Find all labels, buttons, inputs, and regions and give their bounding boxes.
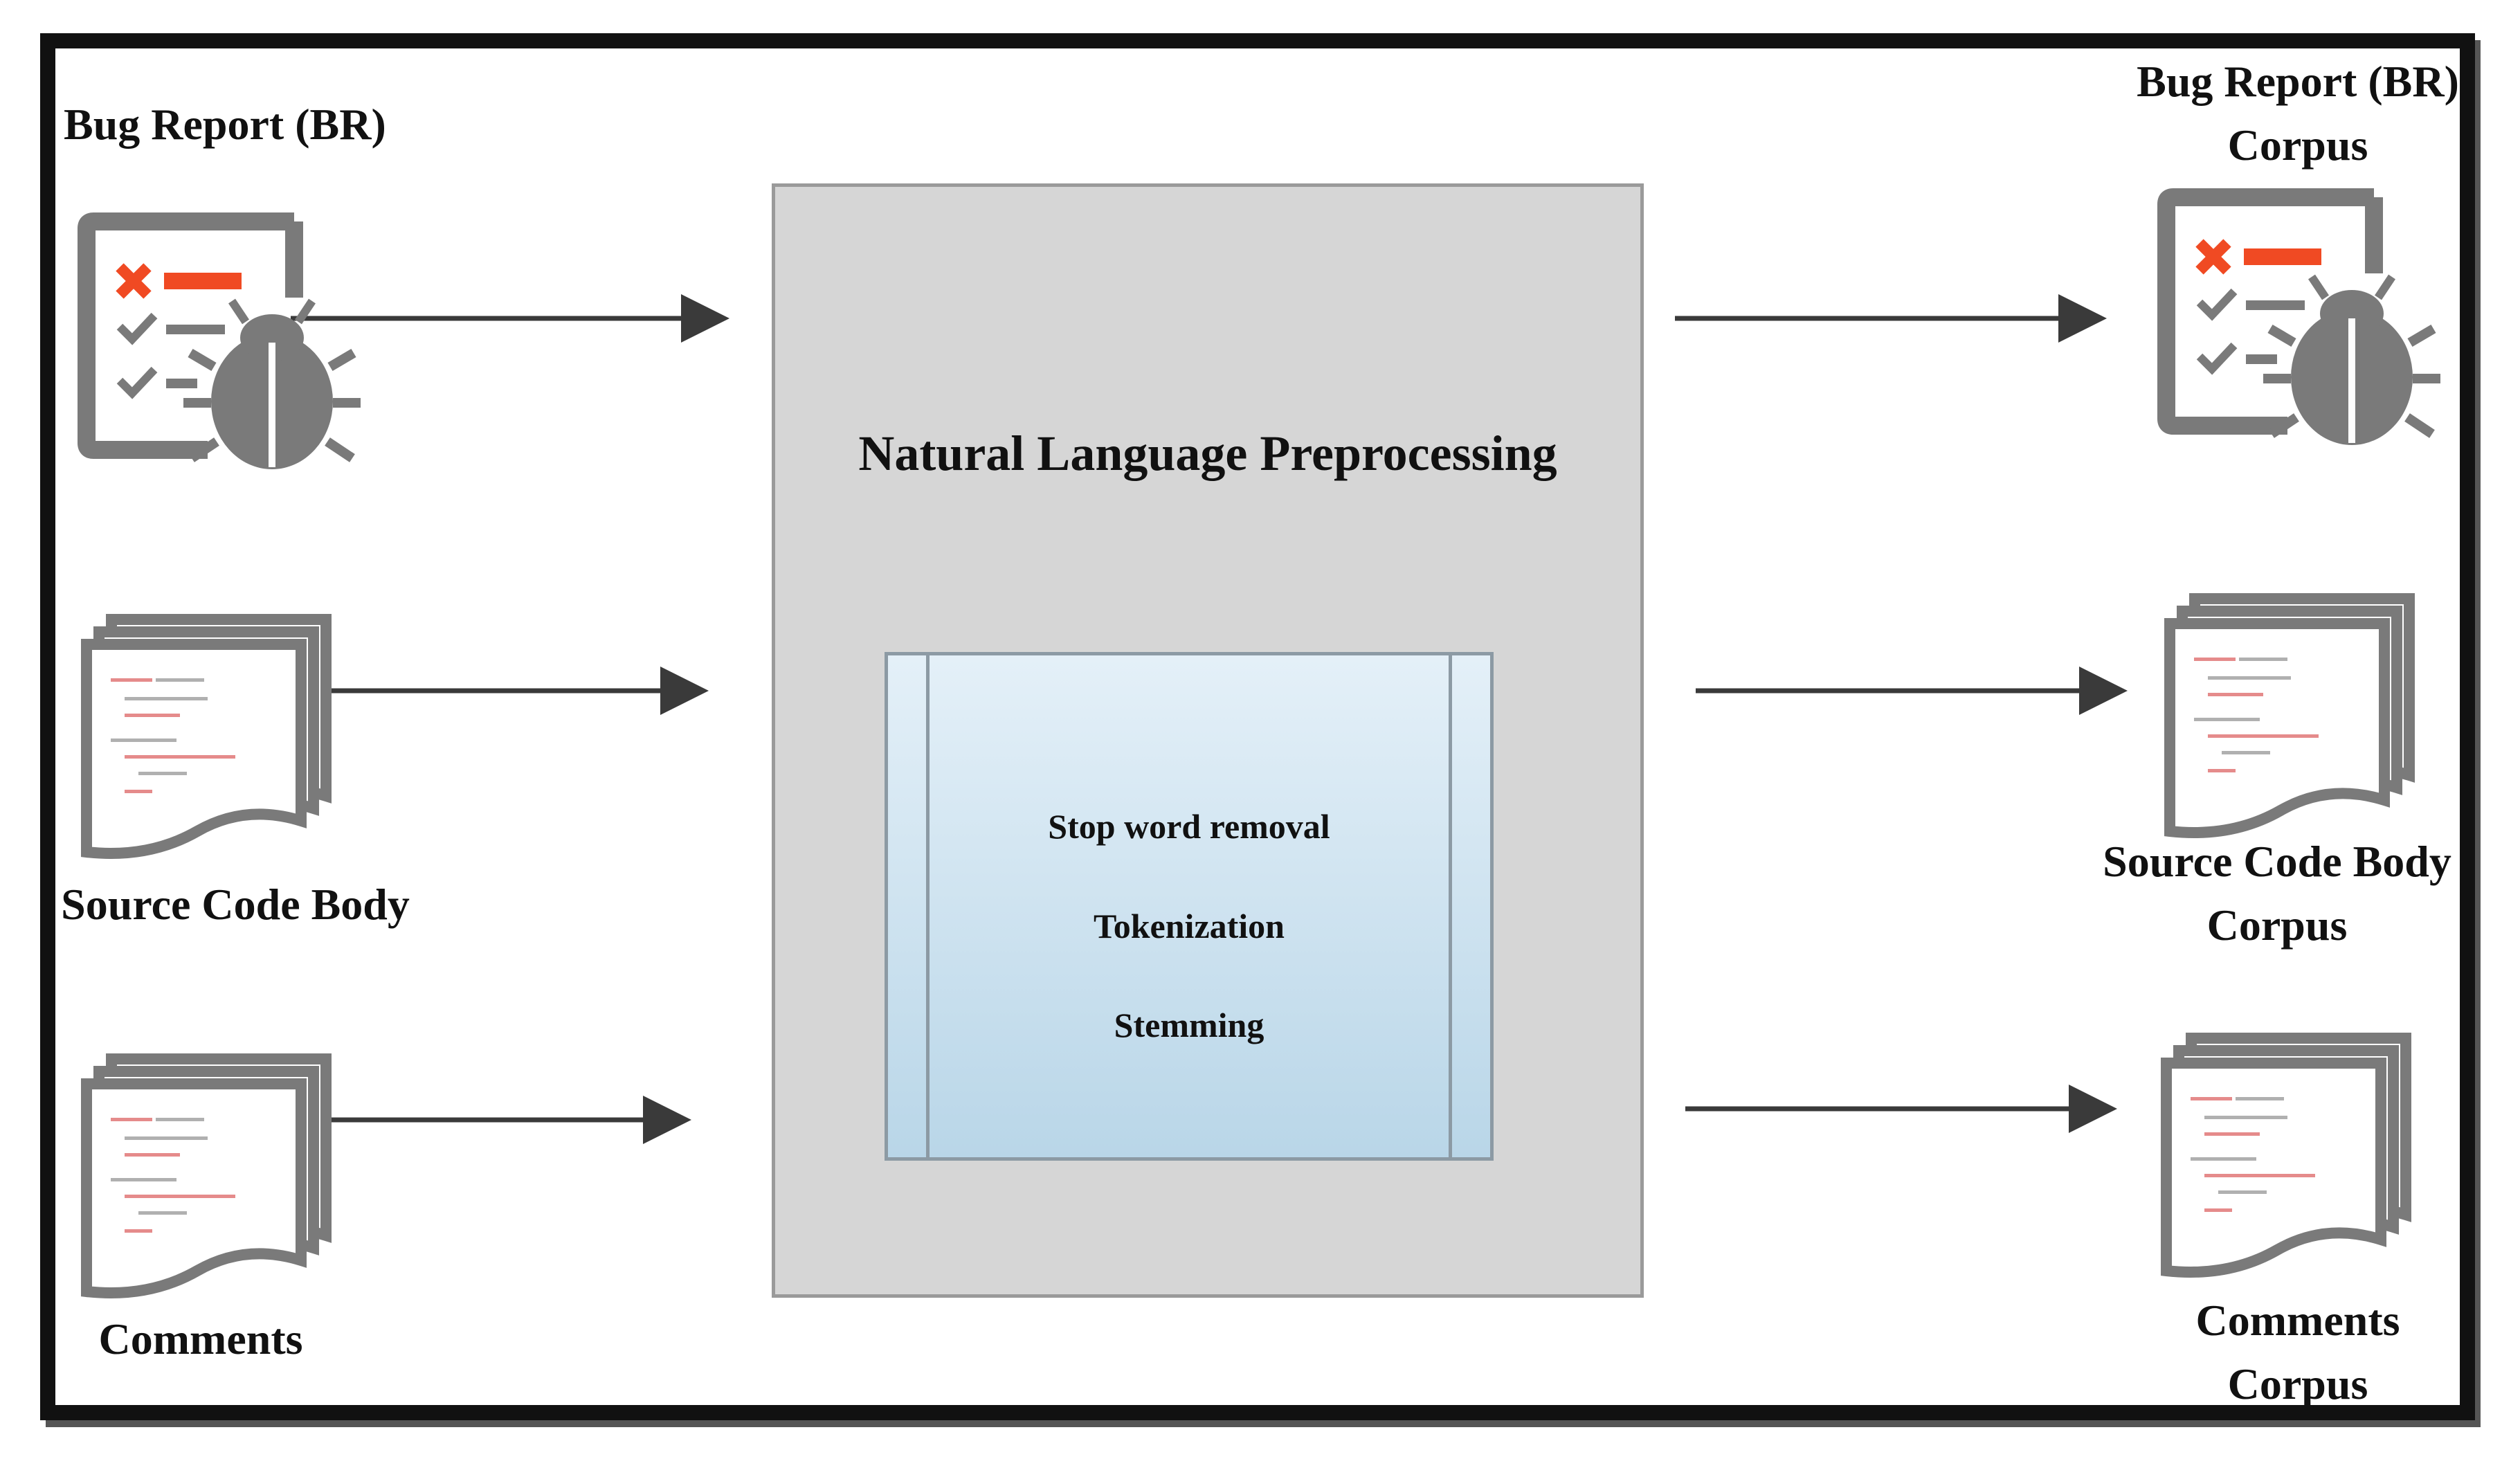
source-code-document-icon: [87, 619, 326, 853]
output-label-source-code-line1: Source Code Body: [2103, 837, 2451, 886]
output-label-bug-report-line2: Corpus: [2227, 120, 2368, 170]
comments-corpus-document-icon: [2166, 1038, 2406, 1272]
step-stemming: Stemming: [1114, 1006, 1264, 1044]
output-label-bug-report-line1: Bug Report (BR): [2137, 57, 2459, 106]
input-label-bug-report: Bug Report (BR): [64, 100, 386, 149]
steps-box-right-bar: [1449, 655, 1452, 1157]
comments-document-icon: [87, 1059, 326, 1293]
source-code-corpus-document-icon: [2170, 599, 2409, 833]
steps-box-left-bar: [926, 655, 930, 1157]
step-tokenization: Tokenization: [1093, 907, 1285, 945]
input-label-source-code: Source Code Body: [61, 880, 410, 929]
input-label-comments: Comments: [98, 1314, 303, 1363]
bug-report-corpus-icon: [2166, 197, 2440, 445]
preprocessing-steps-box: [885, 652, 1494, 1161]
output-label-comments-line1: Comments: [2195, 1296, 2400, 1345]
bug-report-icon: [87, 221, 361, 469]
output-label-source-code-line2: Corpus: [2206, 900, 2348, 950]
step-stop-word-removal: Stop word removal: [1048, 807, 1330, 846]
outer-frame: [40, 33, 2475, 1420]
output-label-comments-line2: Corpus: [2227, 1359, 2368, 1408]
nlp-title: Natural Language Preprocessing: [858, 426, 1557, 481]
